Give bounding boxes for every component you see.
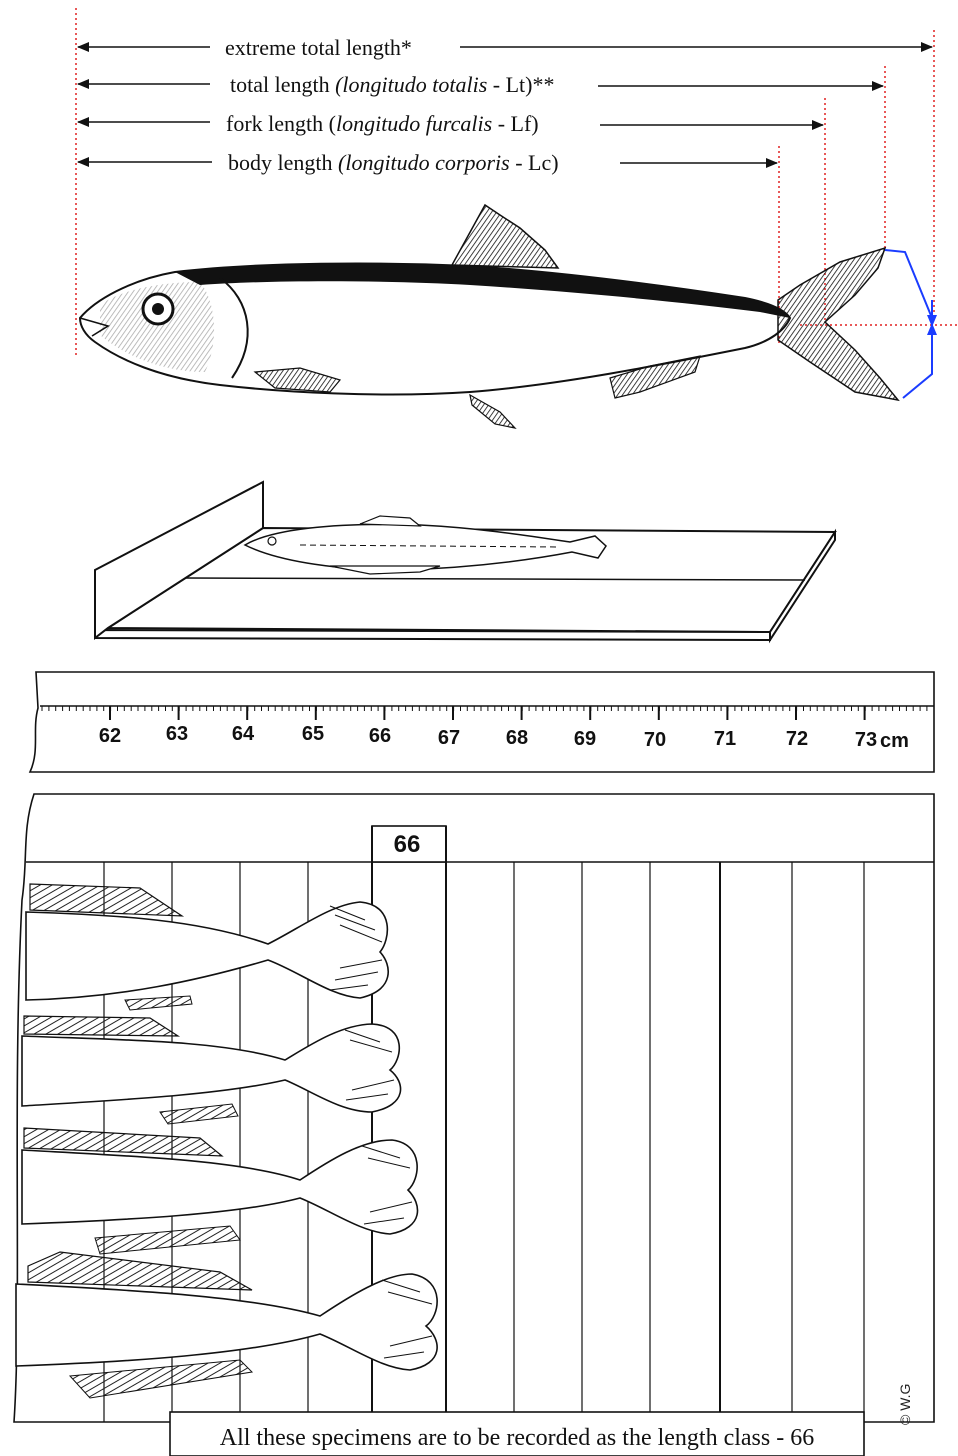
length-class-board: 66 — [14, 794, 934, 1456]
body-length-label-pre: body length — [228, 150, 338, 175]
body-length-label-post: - Lc) — [510, 150, 559, 175]
total-length-label-pre: total length — [230, 72, 335, 97]
ruler-label-62: 62 — [99, 725, 121, 747]
total-length-label: total length (longitudo totalis - Lt)** — [230, 72, 554, 97]
upper-lobe-fold-line — [885, 250, 932, 318]
fish-pupil — [152, 303, 164, 315]
total-length-label-post: - Lt)** — [487, 72, 554, 97]
fork-length-label-italic: longitudo furcalis — [336, 111, 492, 136]
board-fish-dorsal — [360, 516, 420, 526]
ruler-label-67: 67 — [438, 727, 460, 749]
ruler-label-68: 68 — [506, 727, 528, 749]
measuring-board — [95, 482, 835, 640]
ruler-label-65: 65 — [302, 723, 324, 745]
dorsal-fin — [452, 205, 558, 268]
pelvic-fin — [470, 395, 515, 428]
lower-lobe-fold-line — [903, 332, 932, 398]
herring-illustration — [80, 205, 898, 428]
fork-length-label: fork length (longitudo furcalis - Lf) — [226, 111, 539, 136]
body-length-label: body length (longitudo corporis - Lc) — [228, 150, 559, 175]
tail-compression-marker — [885, 250, 932, 398]
length-arrows — [78, 47, 932, 163]
ruler-label-64: 64 — [232, 723, 255, 745]
ruler-label-73: 73 — [855, 729, 877, 751]
ruler-label-63: 63 — [166, 723, 188, 745]
ruler-body — [30, 672, 934, 772]
copyright-mark: © W.G — [897, 1384, 913, 1425]
ruler-label-70: 70 — [644, 729, 666, 751]
fork-length-label-pre: fork length ( — [226, 111, 336, 136]
caudal-fin — [778, 248, 898, 400]
caption-text: All these specimens are to be recorded a… — [220, 1425, 814, 1451]
ruler-unit: cm — [880, 730, 909, 752]
body-length-label-italic: (longitudo corporis — [338, 150, 510, 175]
length-class-header: 66 — [394, 831, 421, 858]
board-front-edge — [95, 630, 770, 640]
ruler-label-72: 72 — [786, 728, 808, 750]
ruler: 62 63 64 65 66 67 68 69 70 71 72 73 cm — [30, 672, 934, 772]
fork-length-label-post: - Lf) — [492, 111, 538, 136]
ruler-label-66: 66 — [369, 725, 391, 747]
ruler-label-69: 69 — [574, 728, 596, 750]
extreme-length-label: extreme total length* — [225, 35, 412, 60]
board-fish-eye — [268, 537, 276, 545]
total-length-label-italic: (longitudo totalis — [335, 72, 487, 97]
ruler-label-71: 71 — [714, 728, 736, 750]
